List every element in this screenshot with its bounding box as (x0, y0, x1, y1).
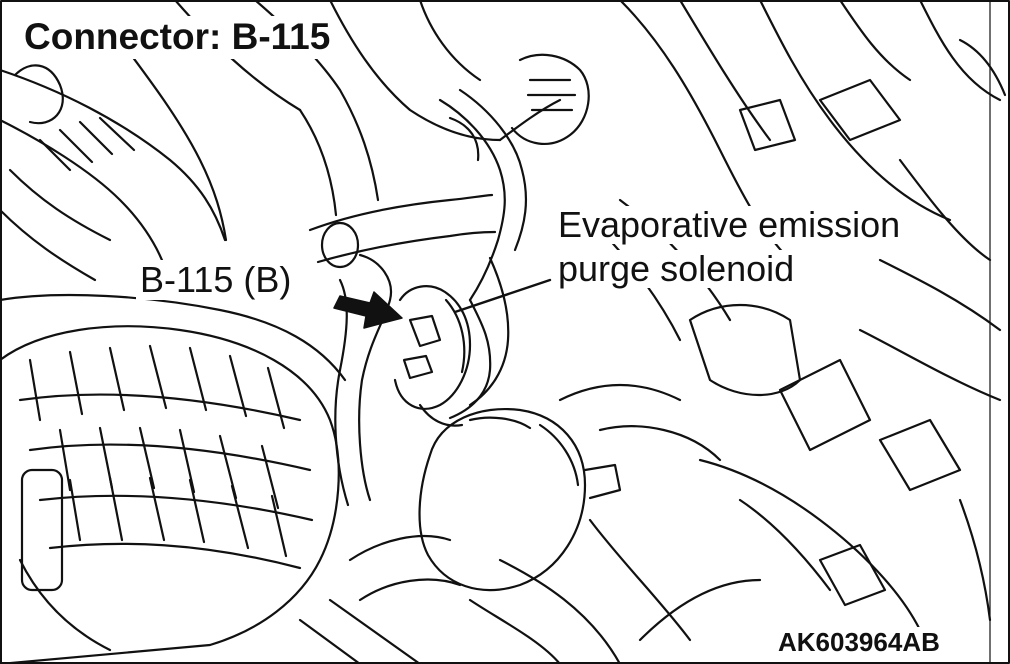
callout-arrow (333, 291, 403, 329)
diagram-title: Connector: B-115 (22, 16, 337, 59)
air-cleaner-box (0, 293, 347, 664)
connector-callout-label: B-115 (B) (136, 260, 296, 300)
purge-solenoid-body (393, 285, 472, 427)
callout-leaders (333, 278, 552, 329)
right-structure (598, 0, 1007, 664)
component-callout-label-line2: purge solenoid (554, 250, 799, 288)
reservoir-cap (418, 408, 622, 592)
figure-code: AK603964AB (774, 627, 944, 657)
lower-components (298, 383, 722, 664)
component-callout-label-line1: Evaporative emission (554, 206, 905, 244)
